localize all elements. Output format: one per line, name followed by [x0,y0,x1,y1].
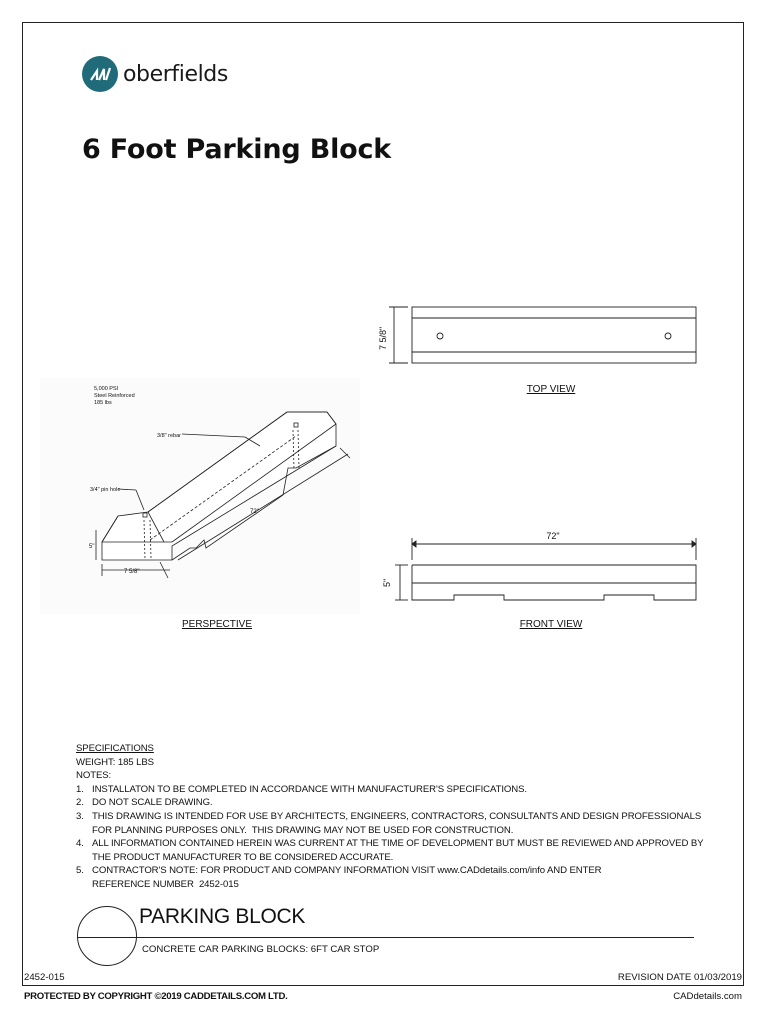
title-block-subtitle: CONCRETE CAR PARKING BLOCKS: 6FT CAR STO… [142,944,380,955]
note-item: 1. INSTALLATON TO BE COMPLETED IN ACCORD… [76,783,527,795]
note-item-continued: FOR PLANNING PURPOSES ONLY. THIS DRAWING… [92,824,514,836]
front-view-caption: FRONT VIEW [520,619,583,630]
note-item: 3. THIS DRAWING IS INTENDED FOR USE BY A… [76,810,702,822]
oberfields-logo-icon [82,56,118,92]
note-item: 4. ALL INFORMATION CONTAINED HEREIN WAS … [76,838,704,850]
pin-hole-near [142,512,148,518]
perspective-height-dim: 5" [89,544,94,550]
title-block-circle [77,906,137,966]
note-item: 2. DO NOT SCALE DRAWING. [76,797,213,809]
top-view: 7 5/8" [378,306,697,364]
pin-hole-label: 3/4" pin hole [90,487,120,493]
front-length-dim: 72" [546,531,559,541]
callout-reinforced: Steel Reinforced [94,393,135,399]
brand-name: oberfields [123,61,228,87]
perspective-width-dim: 7 5/8" [124,569,139,575]
callout-weight: 185 lbs [94,400,112,406]
note-item-continued: THE PRODUCT MANUFACTURER TO BE CONSIDERE… [92,851,394,863]
notes-heading: NOTES: [76,770,112,782]
rebar-label: 3/8" rebar [157,433,181,439]
reference-number: 2452-015 [24,972,65,983]
revision-date: REVISION DATE 01/03/2019 [617,972,742,983]
perspective-view: 5,000 PSI Steel Reinforced 185 lbs 3/8" … [40,378,360,614]
callout-psi: 5,000 PSI [94,386,119,392]
top-pin-hole-right [664,332,672,340]
perspective-length-dim: 72" [250,509,259,515]
note-item-continued: REFERENCE NUMBER 2452-015 [92,878,239,890]
top-pin-hole-left [436,332,444,340]
title-block-title: PARKING BLOCK [139,905,306,928]
perspective-caption: PERSPECTIVE [182,619,252,630]
weight-spec: WEIGHT: 185 LBS [76,756,154,768]
top-width-dim: 7 5/8" [378,327,388,350]
drawing-border [22,22,744,986]
specifications-block: SPECIFICATIONS WEIGHT: 185 LBS NOTES: 1.… [76,742,704,892]
copyright-notice: PROTECTED BY COPYRIGHT ©2019 CADDETAILS.… [24,991,288,1002]
top-view-caption: TOP VIEW [527,384,576,395]
page-title: 6 Foot Parking Block [82,134,392,165]
note-item: 5. CONTRACTOR'S NOTE: FOR PRODUCT AND CO… [76,865,602,877]
title-block-divider [77,937,694,938]
front-view: 72" 5" [382,531,697,601]
specifications-heading: SPECIFICATIONS [76,743,154,754]
pin-hole-far [293,422,299,428]
site-link[interactable]: CADdetails.com [673,991,742,1002]
front-height-dim: 5" [382,579,392,587]
brand-logo: oberfields [82,56,228,92]
